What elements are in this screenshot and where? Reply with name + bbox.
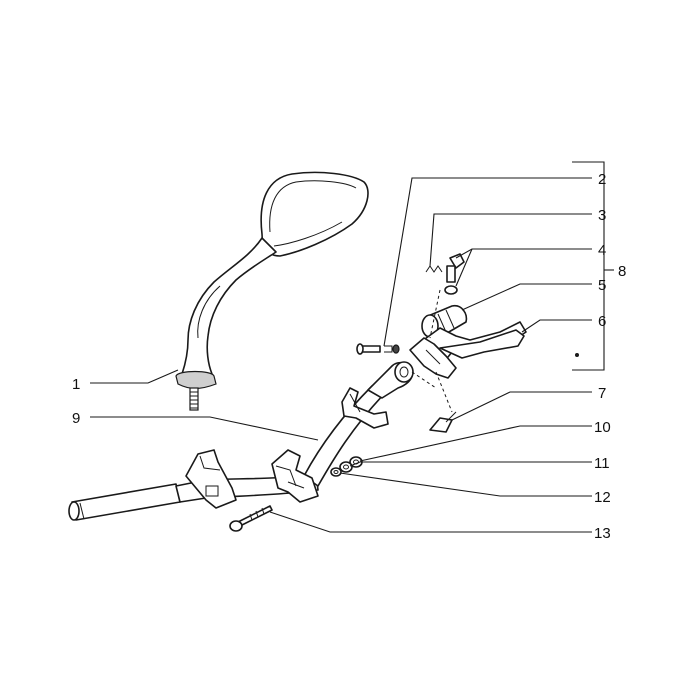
clamp-bolt (229, 505, 273, 532)
label-13: 13 (594, 525, 611, 542)
handlebar (68, 361, 414, 521)
brake-lever-assembly (356, 253, 579, 433)
label-12: 12 (594, 489, 611, 506)
label-3: 3 (598, 207, 606, 224)
label-8: 8 (618, 263, 626, 280)
label-5: 5 (598, 277, 606, 294)
label-6: 6 (598, 313, 606, 330)
bar-riser-bracket (341, 387, 389, 429)
label-9: 9 (72, 410, 80, 427)
label-1: 1 (72, 376, 80, 393)
label-7: 7 (598, 385, 606, 402)
bar-clamp-right (271, 449, 319, 503)
label-2: 2 (598, 171, 606, 188)
mirror (175, 171, 369, 411)
label-11: 11 (594, 455, 610, 472)
label-10: 10 (594, 419, 611, 436)
leader-lines (90, 161, 614, 533)
bar-clamp-left (185, 449, 237, 509)
washer-set (330, 456, 363, 477)
part-number-labels: 1 2 3 4 5 6 7 8 9 10 11 12 13 (72, 171, 626, 542)
label-4: 4 (598, 242, 606, 259)
